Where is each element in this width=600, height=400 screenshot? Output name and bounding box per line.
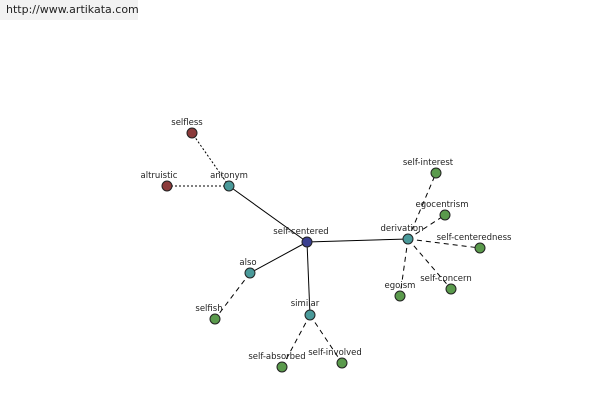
node-self-absorbed[interactable]: self-absorbed — [248, 352, 306, 373]
edge-also-selfish — [214, 272, 251, 320]
node-label-altruistic[interactable]: altruistic — [141, 171, 178, 181]
node-label-self-concern[interactable]: self-concern — [420, 274, 472, 284]
node-dot-self-involved[interactable] — [336, 357, 348, 369]
edge-self-centered-similar — [306, 241, 311, 316]
node-dot-egoism[interactable] — [394, 290, 406, 302]
node-label-self-interest[interactable]: self-interest — [403, 158, 454, 168]
node-dot-derivation[interactable] — [402, 233, 414, 245]
edge-derivation-self-interest — [407, 172, 437, 240]
node-dot-self-interest[interactable] — [430, 167, 442, 179]
node-derivation[interactable]: derivation — [380, 224, 424, 245]
node-dot-selfless[interactable] — [186, 127, 198, 139]
edge-derivation-egoism — [399, 238, 409, 297]
node-egocentrism[interactable]: egocentrism — [415, 200, 469, 221]
node-label-antonym[interactable]: antonym — [210, 171, 248, 181]
edge-derivation-self-centeredness — [407, 238, 481, 249]
edge-antonym-selfless — [191, 132, 230, 187]
node-dot-also[interactable] — [244, 267, 256, 279]
node-self-centered[interactable]: self-centered — [273, 227, 329, 248]
edge-self-centered-also — [249, 241, 308, 274]
node-antonym[interactable]: antonym — [210, 171, 248, 192]
node-label-similar[interactable]: similar — [291, 299, 320, 309]
node-label-self-centered[interactable]: self-centered — [273, 227, 328, 237]
edge-self-centered-antonym — [228, 185, 308, 243]
node-dot-self-centeredness[interactable] — [474, 242, 486, 254]
edge-self-centered-derivation — [306, 238, 409, 243]
node-selfless[interactable]: selfless — [171, 118, 203, 139]
edge-derivation-self-concern — [407, 238, 452, 290]
node-dot-self-concern[interactable] — [445, 283, 457, 295]
node-dot-antonym[interactable] — [223, 180, 235, 192]
node-self-concern[interactable]: self-concern — [420, 274, 472, 295]
node-label-self-centeredness[interactable]: self-centeredness — [437, 233, 512, 243]
edge-similar-self-involved — [309, 314, 343, 364]
node-dot-self-centered[interactable] — [301, 236, 313, 248]
node-egoism[interactable]: egoism — [385, 281, 416, 302]
node-label-self-involved[interactable]: self-involved — [308, 348, 362, 358]
edges-layer — [167, 132, 481, 368]
node-self-interest[interactable]: self-interest — [403, 158, 454, 179]
node-dot-self-absorbed[interactable] — [276, 361, 288, 373]
node-label-also[interactable]: also — [239, 258, 256, 268]
node-similar[interactable]: similar — [291, 299, 320, 321]
node-altruistic[interactable]: altruistic — [141, 171, 178, 192]
node-label-selfish[interactable]: selfish — [195, 304, 222, 314]
node-self-centeredness[interactable]: self-centeredness — [437, 233, 512, 254]
edge-derivation-egocentrism — [407, 214, 446, 240]
node-dot-selfish[interactable] — [209, 313, 221, 325]
node-selfish[interactable]: selfish — [195, 304, 223, 325]
nodes-layer: self-centered antonym also similar derivatio… — [141, 118, 512, 373]
node-label-egocentrism[interactable]: egocentrism — [415, 200, 468, 210]
node-label-self-absorbed[interactable]: self-absorbed — [248, 352, 305, 362]
node-also[interactable]: also — [239, 258, 257, 279]
url-banner[interactable]: http://www.artikata.com — [0, 0, 139, 20]
node-dot-egocentrism[interactable] — [439, 209, 451, 221]
node-dot-altruistic[interactable] — [161, 180, 173, 192]
node-self-involved[interactable]: self-involved — [308, 348, 362, 369]
node-label-egoism[interactable]: egoism — [385, 281, 416, 291]
node-label-selfless[interactable]: selfless — [171, 118, 203, 128]
edge-similar-self-absorbed — [281, 314, 311, 368]
node-dot-similar[interactable] — [304, 309, 316, 321]
node-label-derivation[interactable]: derivation — [380, 224, 423, 234]
